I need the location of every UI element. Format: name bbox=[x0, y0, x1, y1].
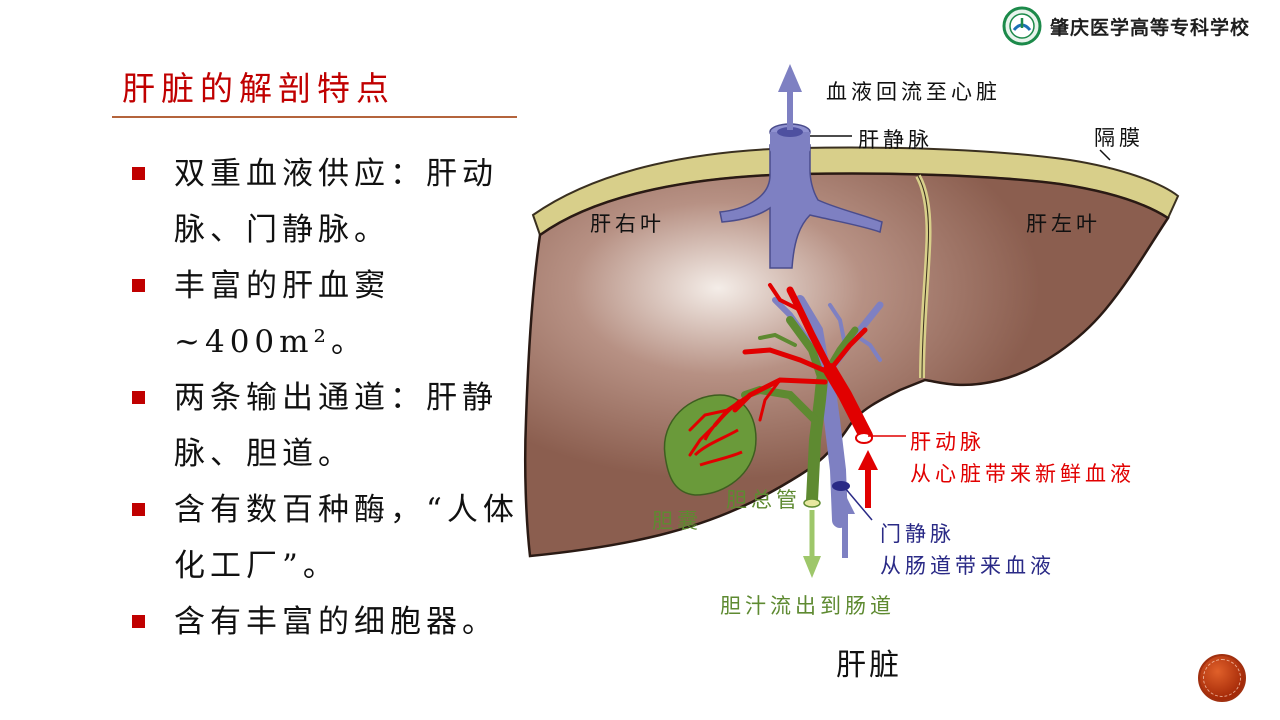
school-emblem-icon bbox=[1002, 6, 1042, 46]
bullet-item: 双重血液供应：肝动脉、门静脉。 bbox=[130, 146, 530, 258]
diaphragm-label: 隔膜 bbox=[1094, 126, 1144, 150]
right-lobe-label: 肝右叶 bbox=[590, 212, 665, 236]
bullet-square-icon bbox=[132, 279, 145, 292]
hepatic-artery-label: 肝动脉 bbox=[910, 430, 985, 454]
title-divider bbox=[112, 116, 517, 118]
bullet-text: 含有数百种酶，“人体化工厂”。 bbox=[174, 492, 519, 584]
slide-nav-button[interactable] bbox=[1198, 654, 1246, 702]
left-lobe-label: 肝左叶 bbox=[1026, 212, 1101, 236]
portal-vein-desc: 从肠道带来血液 bbox=[880, 554, 1055, 578]
portal-vein-leader bbox=[844, 487, 873, 521]
blood-return-label: 血液回流至心脏 bbox=[826, 80, 1001, 104]
bile-flow-label: 胆汁流出到肠道 bbox=[720, 594, 895, 618]
common-bile-duct-label: 胆总管 bbox=[726, 488, 801, 512]
bullet-square-icon bbox=[132, 391, 145, 404]
bullet-item: 含有数百种酶，“人体化工厂”。 bbox=[130, 482, 530, 594]
diagram-caption: 肝脏 bbox=[836, 648, 902, 683]
portal-vein-opening bbox=[832, 481, 850, 491]
green-down-arrow-icon bbox=[803, 556, 821, 578]
bullet-text: 双重血液供应：肝动脉、门静脉。 bbox=[174, 156, 498, 248]
bullet-item: 丰富的肝血窦~400m²。 bbox=[130, 258, 530, 370]
bullet-item: 两条输出通道：肝静脉、胆道。 bbox=[130, 370, 530, 482]
portal-vein-label: 门静脉 bbox=[880, 522, 955, 546]
hepatic-vein-label: 肝静脉 bbox=[858, 128, 933, 152]
bullet-item: 含有丰富的细胞器。 bbox=[130, 594, 530, 650]
blue-up-arrow-icon bbox=[835, 494, 855, 514]
up-arrow-head-icon bbox=[778, 64, 802, 92]
gallbladder-label: 胆囊 bbox=[652, 509, 702, 533]
bullet-square-icon bbox=[132, 615, 145, 628]
hepatic-artery-vessel bbox=[688, 283, 873, 457]
bullet-text: 两条输出通道：肝静脉、胆道。 bbox=[174, 380, 498, 472]
bile-duct-opening bbox=[803, 498, 821, 508]
school-name: 肇庆医学高等专科学校 bbox=[1049, 16, 1250, 39]
school-logo: 肇庆医学高等专科学校 bbox=[1002, 6, 1250, 46]
diaphragm-leader bbox=[1099, 149, 1111, 161]
bullet-square-icon bbox=[132, 503, 145, 516]
bullet-square-icon bbox=[132, 167, 145, 180]
artery-opening bbox=[855, 432, 873, 444]
bullet-text: 丰富的肝血窦~400m²。 bbox=[174, 268, 390, 360]
red-up-arrow-icon bbox=[858, 450, 878, 470]
bullet-list: 双重血液供应：肝动脉、门静脉。 丰富的肝血窦~400m²。 两条输出通道：肝静脉… bbox=[130, 146, 530, 650]
bullet-text: 含有丰富的细胞器。 bbox=[174, 604, 498, 640]
slide-title: 肝脏的解剖特点 bbox=[122, 69, 395, 108]
hepatic-artery-desc: 从心脏带来新鲜血液 bbox=[910, 462, 1135, 486]
falciform-outline bbox=[917, 175, 929, 379]
hepatic-vein-vessel bbox=[719, 123, 883, 269]
